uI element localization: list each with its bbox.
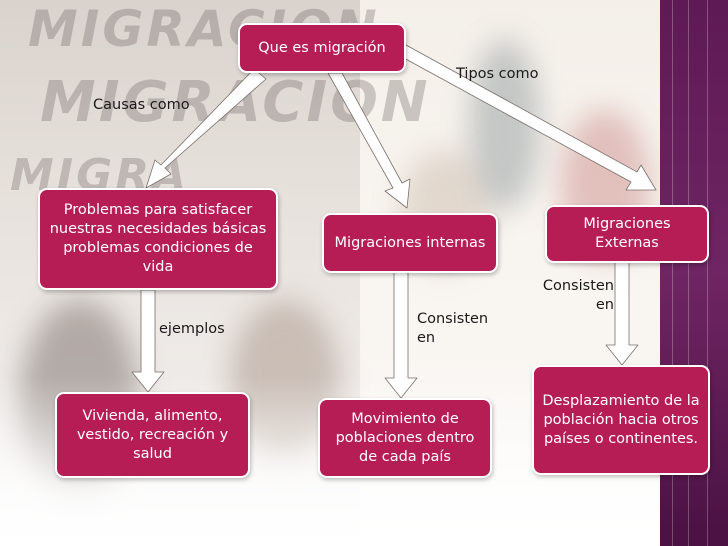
node-movimiento: Movimiento de poblaciones dentro de cada… (318, 398, 492, 478)
strip-line (707, 0, 708, 546)
node-desplazamiento: Desplazamiento de la población hacia otr… (532, 365, 710, 475)
label-consisten-internas: Consisten en (417, 311, 489, 346)
node-problemas: Problemas para satisfacer nuestras neces… (38, 188, 278, 290)
strip-line (672, 0, 673, 546)
node-migraciones-externas: Migraciones Externas (545, 205, 709, 263)
label-causas-como: Causas como (93, 97, 190, 113)
label-ejemplos: ejemplos (159, 321, 225, 337)
arrow-root-to-causes (145, 68, 267, 189)
node-migraciones-internas: Migraciones internas (322, 213, 498, 273)
arrow-root-to-internal (327, 72, 411, 209)
arrow-causes-to-examples (131, 289, 165, 393)
arrow-external-to-desc (605, 257, 639, 366)
node-que-es-migracion: Que es migración (238, 23, 406, 73)
strip-line (688, 0, 689, 546)
arrow-root-to-external (401, 44, 657, 191)
label-consisten-externas: Consisten en (542, 278, 614, 313)
label-tipos-como: Tipos como (456, 66, 539, 82)
node-vivienda: Vivienda, alimento, vestido, recreación … (55, 392, 250, 478)
arrow-internal-to-desc (384, 271, 418, 399)
